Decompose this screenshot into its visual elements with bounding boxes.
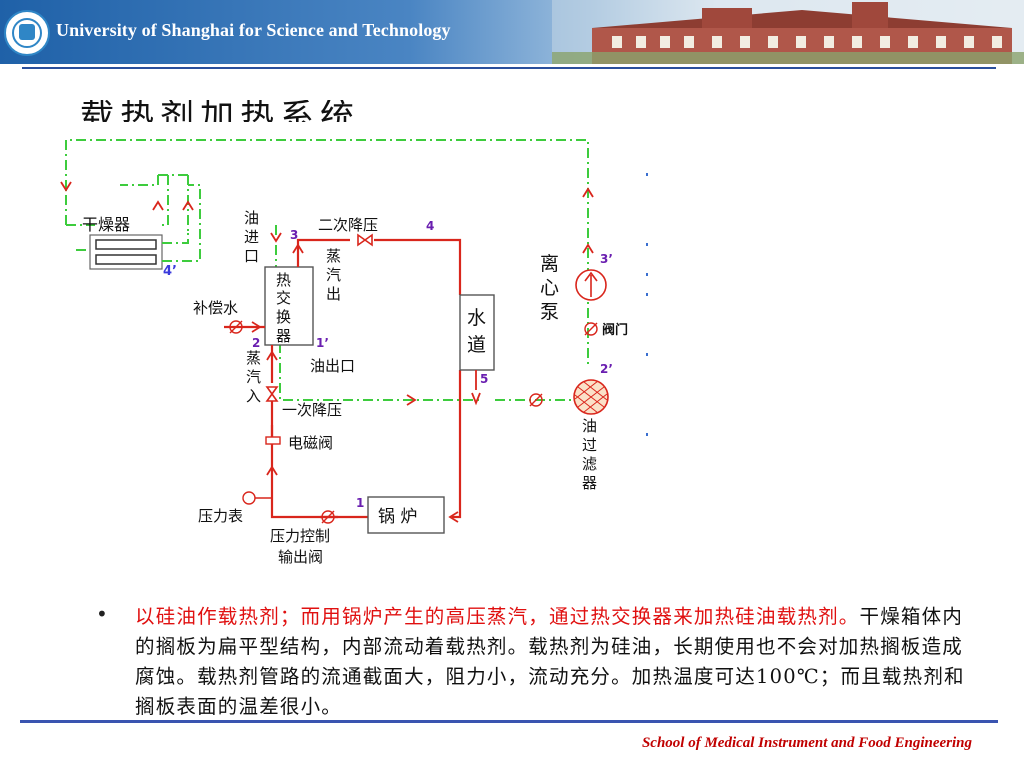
steam-in-char-1: 蒸	[246, 349, 261, 367]
title-container: 载热剂加热系统	[80, 100, 410, 122]
bullet-text: 以硅油作载热剂；而用锅炉产生的高压蒸汽，通过热交换器来加热硅油载热剂。干燥箱体内…	[135, 602, 975, 722]
steam-in-char-2: 汽	[246, 368, 261, 386]
footer-divider	[20, 720, 998, 723]
oil-filter-char-1: 油	[582, 417, 597, 435]
oil-arrows	[60, 181, 594, 406]
heating-system-diagram: 干燥器 4’ 热 交 换 器 油 进 口 3 二次降压 4 蒸 汽 出 补偿水	[60, 139, 648, 566]
logo-emblem	[19, 24, 35, 40]
point-3p-label: 3’	[600, 252, 613, 266]
bullet-red-text: 以硅油作载热剂；而用锅炉产生的高压蒸汽，通过热交换器来加热硅油载热剂。	[135, 605, 860, 628]
oil-outlet-label: 油出口	[310, 357, 355, 375]
valve-icon	[584, 322, 598, 336]
pump-char-3: 泵	[540, 301, 559, 323]
point-2-label: 2	[252, 336, 260, 350]
heat-exchanger-char-2: 交	[276, 289, 291, 307]
pressure-gauge-icon	[242, 491, 272, 505]
primary-pressure-label: 一次降压	[282, 401, 342, 419]
solenoid-valve-icon	[265, 436, 281, 445]
oil-line-valve	[529, 393, 543, 407]
point-3-label: 3	[290, 228, 298, 242]
pressure-control-valve-icon	[321, 510, 335, 524]
heat-exchanger	[264, 266, 314, 346]
pressure-control-valve-line1: 压力控制	[270, 527, 330, 545]
bullet-black-text: 干燥箱体内的搁板为扁平型结构，内部流动着载热剂。载热剂为硅油，长期使用也不会对加…	[135, 605, 965, 718]
steam-arrows	[251, 243, 459, 523]
dryer	[89, 234, 163, 270]
school-name: School of Medical Instrument and Food En…	[641, 735, 972, 751]
water-channel-char-2: 道	[467, 334, 486, 356]
heat-exchanger-char-3: 换	[276, 308, 291, 326]
pump-char-2: 心	[540, 277, 559, 299]
primary-pressure-valve	[265, 386, 279, 402]
steam-in-char-3: 入	[246, 387, 261, 405]
dryer-label: 干燥器	[82, 215, 130, 234]
point-5-label: 5	[480, 372, 488, 386]
oil-filter-char-2: 过	[582, 436, 597, 454]
compensation-valve	[229, 320, 243, 334]
secondary-pressure-valve	[357, 233, 373, 247]
logo-ring	[12, 18, 42, 48]
water-channel	[459, 294, 495, 371]
oil-inlet-char-1: 油	[244, 209, 259, 227]
water-channel-char-1: 水	[467, 307, 486, 329]
point-1p-label: 1’	[316, 336, 329, 350]
valve-label: 阀门	[602, 322, 628, 338]
oil-filter-icon	[573, 379, 609, 415]
pressure-gauge-label: 压力表	[198, 507, 243, 525]
oil-filter-char-3: 滤	[582, 455, 597, 473]
oil-inlet-char-3: 口	[244, 247, 259, 265]
header-divider	[22, 67, 996, 69]
centrifugal-pump-icon	[575, 269, 607, 301]
heat-exchanger-char-1: 热	[276, 271, 291, 289]
steam-out-char-1: 蒸	[326, 247, 341, 265]
boiler	[367, 496, 445, 534]
university-name: University of Shanghai for Science and T…	[56, 20, 451, 40]
pressure-control-valve-line2: 输出阀	[278, 548, 323, 566]
oil-filter-char-4: 器	[582, 474, 597, 492]
slide-title: 载热剂加热系统	[80, 100, 360, 122]
point-4p-label: 4’	[163, 264, 177, 279]
campus-building-image	[552, 0, 1024, 64]
steam-out-char-2: 汽	[326, 266, 341, 284]
point-4-label: 4	[426, 219, 434, 233]
secondary-pressure-label: 二次降压	[318, 216, 378, 234]
point-1-label: 1	[356, 496, 364, 510]
oil-loop-lines	[65, 139, 589, 401]
boiler-label: 锅 炉	[378, 507, 417, 527]
header-banner: University of Shanghai for Science and T…	[0, 0, 1024, 64]
steam-out-char-3: 出	[326, 285, 341, 303]
compensation-water-label: 补偿水	[193, 299, 238, 317]
solenoid-valve-label: 电磁阀	[288, 434, 333, 452]
bullet-marker: •	[96, 602, 108, 626]
point-2p-label: 2’	[600, 362, 613, 376]
pump-char-1: 离	[540, 253, 559, 275]
oil-inlet-char-2: 进	[244, 228, 259, 246]
heat-exchanger-char-4: 器	[276, 327, 291, 345]
university-logo	[4, 10, 50, 56]
